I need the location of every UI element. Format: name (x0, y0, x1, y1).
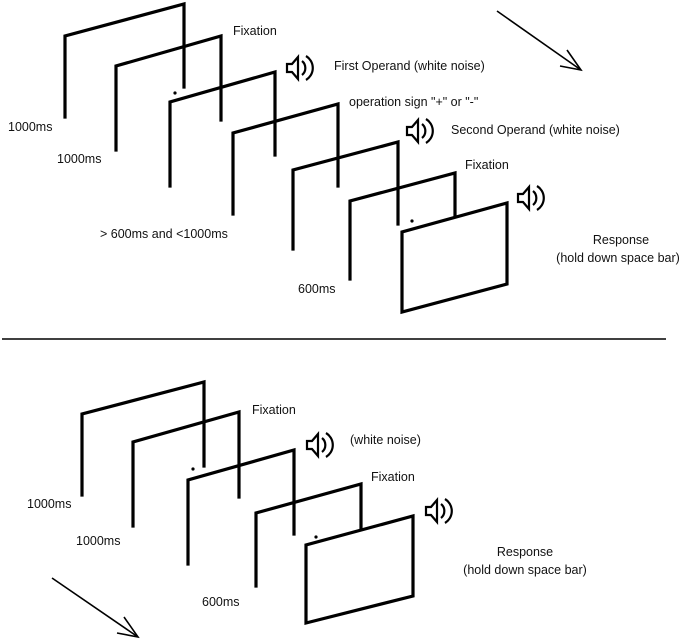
top-frame-6 (348, 170, 457, 281)
speaker-icon (424, 497, 453, 525)
top-frame-1 (63, 1, 186, 119)
bottom-response-label: Response (497, 545, 553, 559)
top-duration-1: 1000ms (8, 120, 52, 134)
speaker-icon (516, 184, 545, 212)
top-frame-3 (168, 69, 277, 188)
bottom-fixation-dot-1 (191, 467, 195, 471)
arrow-icon (496, 10, 583, 72)
bottom-duration-3: 600ms (202, 595, 240, 609)
speaker-icon (305, 431, 334, 459)
top-duration-4: 600ms (298, 282, 336, 296)
bottom-fixation-dot-2 (314, 535, 318, 539)
top-response-sublabel: (hold down space bar) (556, 251, 680, 265)
arrow-icon (51, 577, 140, 639)
top-duration-2: 1000ms (57, 152, 101, 166)
bottom-duration-2: 1000ms (76, 534, 120, 548)
top-fixation-dot-1 (173, 91, 177, 95)
bottom-panel: Fixation (white noise) Fixation Response… (27, 379, 587, 639)
top-duration-3: > 600ms and <1000ms (100, 227, 228, 241)
bottom-duration-1: 1000ms (27, 497, 71, 511)
top-panel: Fixation First Operand (white noise) ope… (8, 1, 680, 315)
top-frame-4 (231, 101, 340, 216)
first-operand-label: First Operand (white noise) (334, 59, 485, 73)
bottom-fixation-label-2: Fixation (371, 470, 415, 484)
speaker-icon (285, 54, 314, 82)
speaker-icon (405, 117, 434, 145)
top-fixation-label: Fixation (233, 24, 277, 38)
top-response-label: Response (593, 233, 649, 247)
bottom-frame-5 (304, 513, 415, 626)
top-fixation-label-2: Fixation (465, 158, 509, 172)
top-fixation-dot-2 (410, 219, 414, 223)
operation-sign-label: operation sign "+" or "-" (349, 95, 478, 109)
top-frame-2 (114, 33, 223, 152)
bottom-response-sublabel: (hold down space bar) (463, 563, 587, 577)
bottom-frame-4 (254, 481, 363, 588)
second-operand-label: Second Operand (white noise) (451, 123, 620, 137)
top-frame-5 (291, 139, 400, 251)
top-frame-7 (400, 200, 509, 315)
white-noise-label: (white noise) (350, 433, 421, 447)
bottom-frame-2 (131, 409, 241, 528)
bottom-frame-3 (186, 447, 296, 566)
bottom-frame-1 (80, 379, 206, 497)
bottom-fixation-label: Fixation (252, 403, 296, 417)
